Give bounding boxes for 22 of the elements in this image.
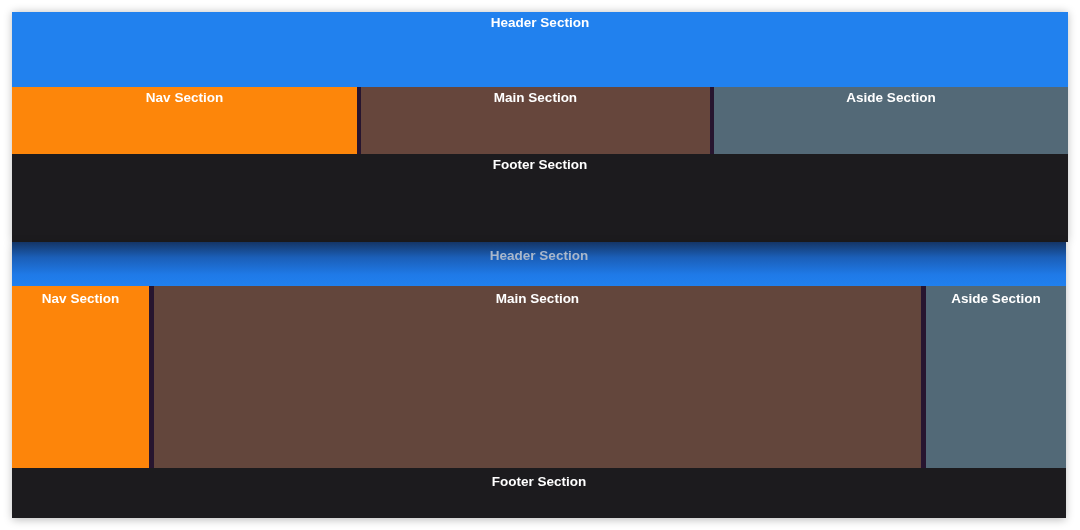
header-bar: [12, 242, 1066, 286]
aside-panel: [926, 286, 1066, 468]
section-label: Footer Section: [492, 157, 588, 173]
section-label: Aside Section: [951, 291, 1041, 307]
nav-panel: [12, 286, 149, 468]
footer-bar: [12, 154, 1068, 242]
layout-frame: [12, 12, 1068, 242]
section-label: Header Section: [489, 248, 589, 264]
section-label: Nav Section: [41, 291, 120, 307]
aside-panel: [714, 87, 1068, 154]
footer-bar: [12, 468, 1066, 518]
section-label: Header Section: [490, 15, 590, 31]
section-label: Main Section: [493, 90, 578, 106]
section-label: Nav Section: [145, 90, 224, 106]
main-panel: [154, 286, 921, 468]
section-label: Aside Section: [846, 90, 936, 106]
header-bar: [12, 12, 1068, 87]
section-label: Footer Section: [491, 474, 587, 490]
section-label: Main Section: [495, 291, 580, 307]
main-panel: [361, 87, 710, 154]
nav-panel: [12, 87, 357, 154]
layout-frame: [12, 242, 1066, 518]
